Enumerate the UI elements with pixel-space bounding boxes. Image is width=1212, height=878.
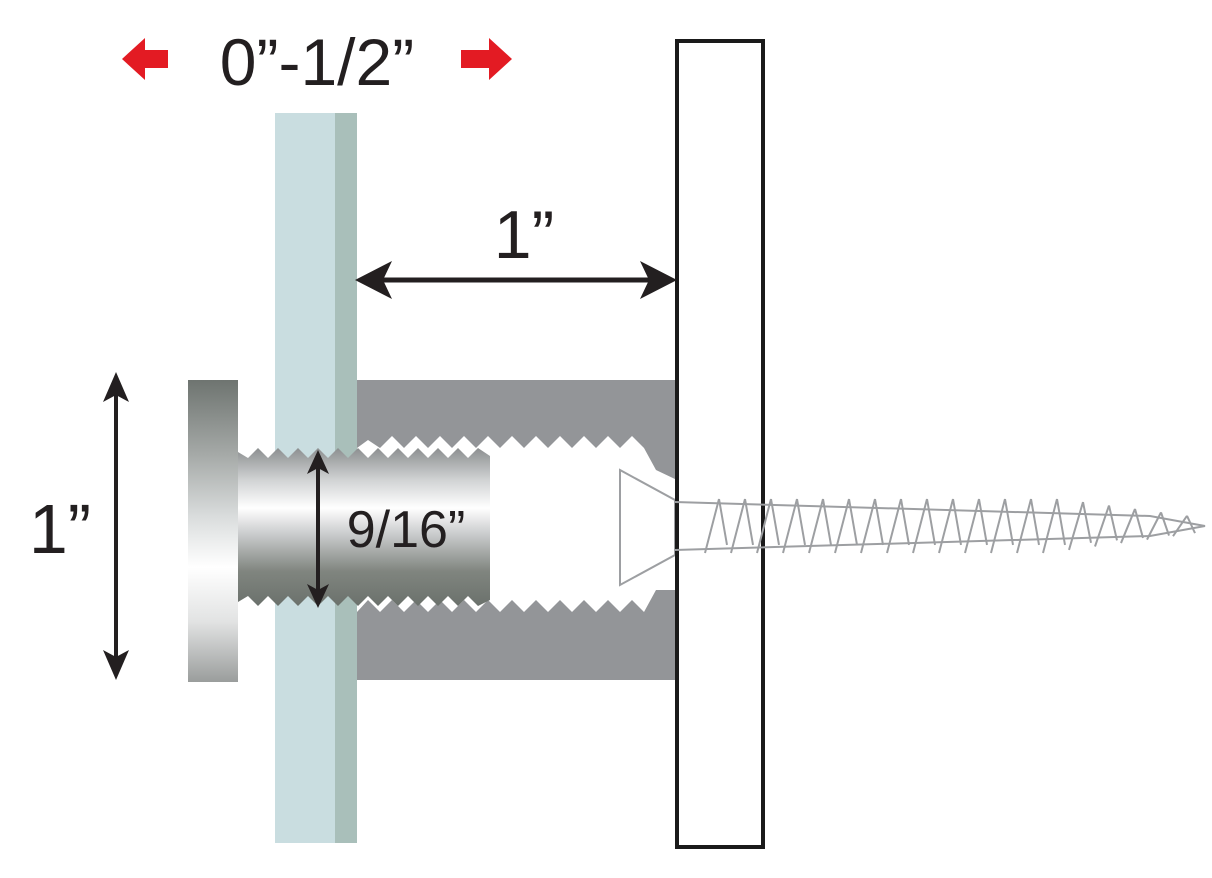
screw-thread [938,498,962,554]
dimension-arrowhead-top [307,450,329,474]
screw-thread [990,498,1014,554]
screw-thread [1094,505,1118,547]
screw-thread [886,498,910,554]
screw-thread [704,498,728,554]
standoff-cap [188,380,238,682]
screw-thread [756,498,780,554]
wall-board [675,39,765,849]
dimension-arrowhead-top [103,372,129,402]
screw-thread [834,498,858,554]
red-left-arrow-icon [122,38,168,80]
screw-thread [1120,508,1144,544]
screw-shank [674,498,1206,554]
panel-thickness-dimension: 0”-1/2” [122,25,512,99]
screw-thread [1016,498,1040,554]
cap-diameter-dimension: 1” [29,372,129,680]
standoff-gap-label: 1” [494,197,554,273]
dimension-arrowhead-bottom [307,584,329,608]
screw-thread [1172,515,1196,537]
screw-outline [674,501,1206,551]
screw-thread [1146,511,1170,541]
dimension-arrowhead-left [355,261,392,299]
red-right-arrow-icon [461,38,512,80]
screw-thread [964,498,988,554]
screw-thread [912,498,936,554]
thread-diameter-label: 9/16” [347,501,466,559]
standoff-gap-dimension: 1” [355,197,677,299]
screw-thread [782,498,806,554]
thread-diameter-dimension: 9/16” [307,450,465,608]
screw-thread [808,498,832,554]
dimension-arrowhead-right [640,261,677,299]
screw-thread [860,498,884,554]
cap-diameter-label: 1” [29,490,91,568]
panel-thickness-label: 0”-1/2” [220,25,414,99]
dimension-arrowhead-bottom [103,650,129,680]
threaded-shaft [238,448,490,606]
screw-thread [1068,501,1092,551]
screw-thread [1042,498,1066,554]
screw-thread [730,498,754,554]
